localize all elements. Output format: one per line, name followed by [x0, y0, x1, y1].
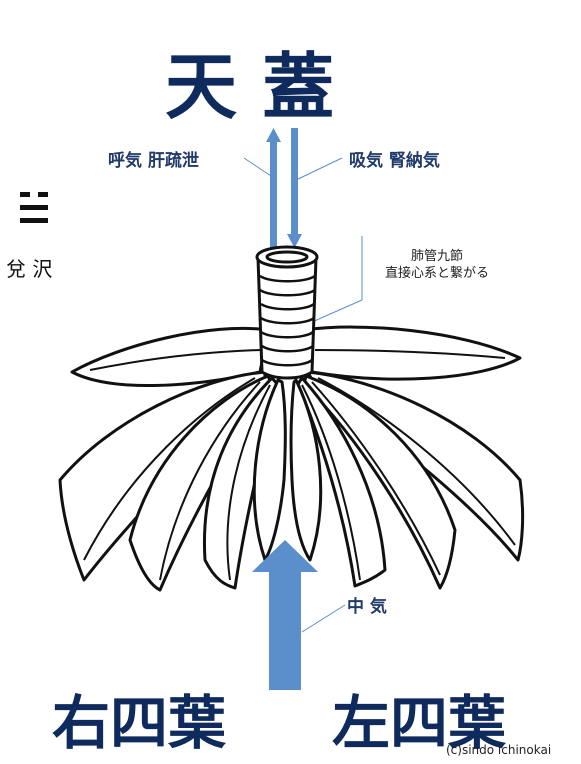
lobe-right-outer: [303, 325, 522, 381]
lobe-veins: [83, 349, 516, 581]
top-title: 天 蓋: [165, 45, 335, 129]
lung-tube-note: 肺管九節 直接心系と繋がる: [385, 248, 489, 282]
lung-tube-note-line-1: 肺管九節: [411, 249, 464, 264]
lung-tube-note-line-2: 直接心系と繋がる: [385, 266, 490, 281]
inhale-arrow: [287, 128, 302, 248]
bottom-right-title: 左四葉: [332, 689, 507, 757]
exhale-arrow: [266, 128, 281, 252]
lobe-right-4: [289, 378, 323, 562]
inhale-label: 吸気 腎納気: [349, 151, 440, 171]
inhale-leader-line: [295, 157, 343, 181]
credit: (c)sindo ichinokai: [446, 743, 552, 757]
trigram-icon: [20, 192, 48, 223]
lobe-right-3: [296, 376, 387, 588]
lobe-left-4: [252, 378, 287, 562]
trigram-name: 兌 沢: [6, 257, 53, 281]
lung-tube-rings: [259, 274, 316, 367]
lobe-right-2: [302, 374, 457, 590]
exhale-label: 呼気 肝疏泄: [108, 151, 199, 171]
lung-tube: [255, 245, 319, 380]
center-qi-leader-line: [301, 604, 346, 633]
lung-tube-leader-line-2: [311, 299, 363, 323]
exhale-leader-line: [243, 157, 275, 179]
bottom-left-title: 右四葉: [52, 689, 227, 757]
lung-lobes: [58, 325, 525, 592]
center-qi-arrow: [252, 540, 318, 690]
center-qi-label: 中 気: [347, 597, 387, 617]
